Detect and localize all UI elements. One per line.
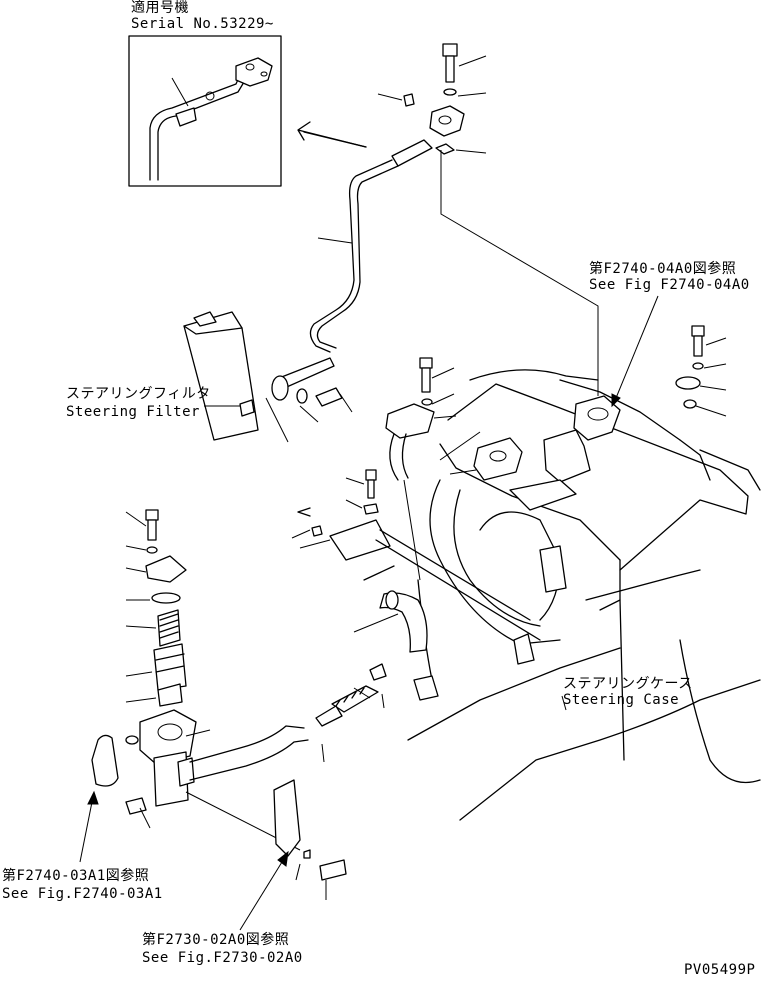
bracket-and-hoses xyxy=(291,469,541,763)
long-pipe xyxy=(309,150,599,396)
callout-arrow-f2730-02a0 xyxy=(239,850,289,931)
ref-f2740-03a1-en: See Fig.F2740-03A1 xyxy=(2,886,163,902)
ref-f2740-04a0-jp: 第F2740-04A0図参照 xyxy=(589,261,737,277)
steering-filter xyxy=(183,311,353,443)
ref-f2740-04a0-en: See Fig F2740-04A0 xyxy=(589,277,750,293)
ref-f2730-02a0-jp: 第F2730-02A0図参照 xyxy=(142,932,290,948)
reference-arrow xyxy=(297,121,367,148)
callout-arrow-f2740-03a1 xyxy=(79,790,99,863)
steering-filter-label-en: Steering Filter xyxy=(66,404,200,420)
center-hose-assembly xyxy=(385,357,481,701)
callout-line-steering-case xyxy=(561,695,567,711)
inset-frame xyxy=(128,35,282,187)
drawing-number: PV05499P xyxy=(684,962,756,978)
inset-title: 適用号機 xyxy=(131,0,189,16)
steering-case-label-jp: ステアリングケース xyxy=(563,676,693,692)
inset-serial-number: Serial No.53229~ xyxy=(131,16,274,32)
top-flange-assembly xyxy=(377,43,487,167)
callout-arrow-f2740-04a0 xyxy=(611,295,659,408)
steering-filter-label-jp: ステアリングフィルタ xyxy=(66,386,211,402)
steering-case-label-en: Steering Case xyxy=(563,692,680,708)
ref-f2740-03a1-jp: 第F2740-03A1図参照 xyxy=(2,868,150,884)
right-bolt-set xyxy=(675,325,727,417)
filter-exploded-stack xyxy=(91,509,347,900)
steering-case-body xyxy=(407,369,761,821)
ref-f2730-02a0-en: See Fig.F2730-02A0 xyxy=(142,950,303,966)
